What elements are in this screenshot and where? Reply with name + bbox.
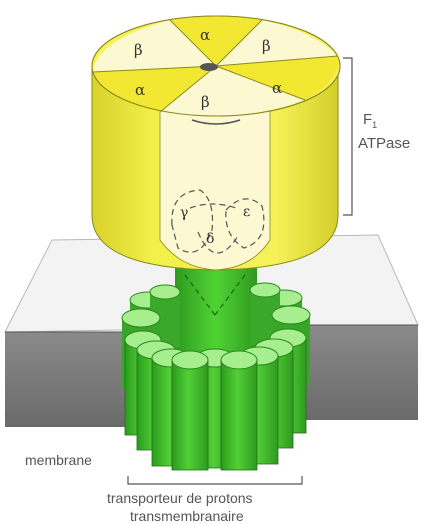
- membrane-label: membrane: [25, 452, 92, 468]
- f1-head: [92, 16, 340, 270]
- alpha-label-left: α: [135, 81, 145, 99]
- transporter-label-line1: transporteur de protons: [107, 490, 253, 506]
- beta-label-front: β: [201, 93, 210, 111]
- transporter-bracket: [128, 476, 302, 484]
- central-stalk: [175, 260, 257, 360]
- gamma-label: γ: [180, 205, 188, 221]
- beta-label-top-left: β: [134, 41, 143, 59]
- transporter-label-line2: transmembranaire: [130, 508, 244, 524]
- f1-label: F1: [363, 111, 377, 130]
- central-hub: [200, 63, 218, 71]
- membrane-left-side: [5, 332, 130, 427]
- f1-atpase-bracket: F1 ATPase: [343, 58, 410, 215]
- atpase-label: ATPase: [358, 135, 410, 152]
- cylinder-front: [125, 329, 306, 470]
- membrane-right-side: [305, 325, 418, 420]
- beta-label-top-right: β: [262, 37, 271, 55]
- alpha-label-right: α: [272, 79, 282, 97]
- delta-label: δ: [206, 231, 214, 247]
- epsilon-label: ε: [243, 204, 250, 220]
- alpha-label-top: α: [200, 26, 210, 44]
